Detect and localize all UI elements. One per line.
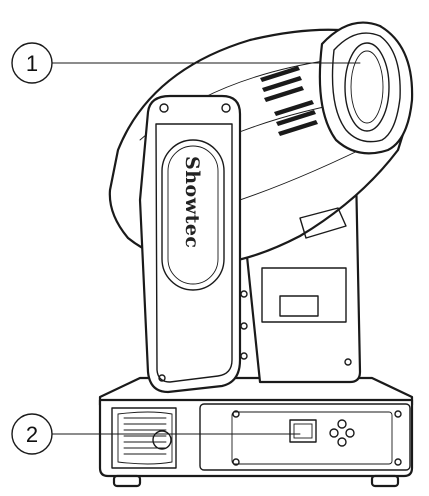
down-button (337, 437, 347, 447)
callout-2: 2 (11, 413, 301, 455)
brand-logo: Showtec (181, 156, 203, 249)
fixture-base (98, 376, 414, 488)
up-button (337, 419, 347, 429)
callout-1-number: 1 (26, 51, 38, 76)
handle-grip (123, 417, 167, 455)
yoke-front-arm: Showtec (138, 94, 242, 394)
right-button (345, 428, 355, 438)
cooling-vents (260, 66, 318, 136)
lcd-display (289, 419, 317, 443)
callout-2-number: 2 (26, 422, 38, 447)
callout-1: 1 (11, 42, 361, 84)
front-lens (344, 42, 390, 132)
left-button (329, 428, 339, 438)
